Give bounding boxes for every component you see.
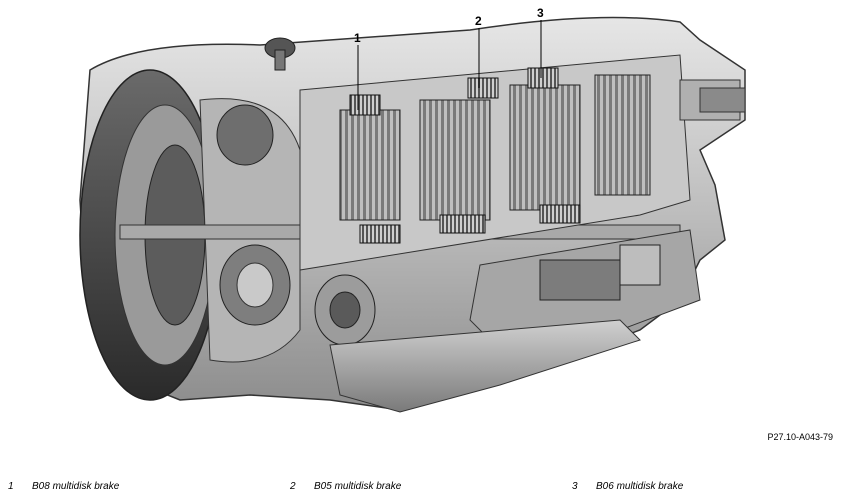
figure-reference-code: P27.10-A043-79: [767, 432, 833, 442]
callout-number-1: 1: [354, 31, 361, 45]
legend-item-2: 2 B05 multidisk brake: [290, 481, 401, 492]
b06-multidisk-brake: [527, 67, 559, 89]
legend-label: B08 multidisk brake: [32, 481, 120, 492]
oil-sump-pan: [329, 319, 641, 413]
callout-legend: 1 B08 multidisk brake 2 B05 multidisk brak…: [0, 481, 841, 499]
transmission-cutaway-drawing: [79, 16, 746, 413]
legend-number: 3: [572, 481, 578, 492]
legend-number: 2: [290, 481, 296, 492]
callout-number-2: 2: [475, 14, 482, 28]
b05-multidisk-brake: [467, 77, 499, 99]
legend-item-3: 3 B06 multidisk brake: [572, 481, 683, 492]
b08-multidisk-brake: [349, 94, 381, 116]
legend-number: 1: [8, 481, 14, 492]
legend-label: B06 multidisk brake: [596, 481, 684, 492]
legend-label: B05 multidisk brake: [314, 481, 402, 492]
transmission-cutaway-illustration: 1 2 3: [79, 6, 746, 413]
callout-number-3: 3: [537, 6, 544, 20]
legend-item-1: 1 B08 multidisk brake: [8, 481, 119, 492]
